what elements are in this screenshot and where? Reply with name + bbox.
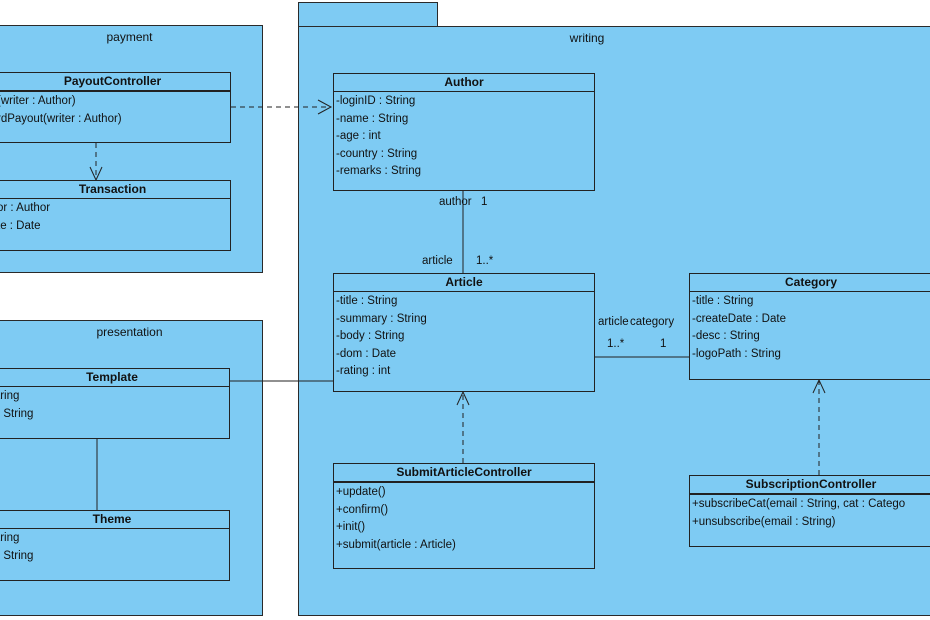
package-writing-tab	[298, 2, 438, 27]
class-name: SubmitArticleController	[334, 464, 594, 482]
operation: (writer : Author)	[0, 95, 76, 107]
attribute: -age : int	[336, 130, 381, 142]
attribute: -name : String	[336, 112, 409, 125]
attribute: tring	[0, 532, 20, 544]
package-payment-title: payment	[106, 30, 153, 44]
dependency-subscription-category-arrowhead	[812, 378, 826, 394]
class-name: Template	[0, 369, 229, 387]
class-name: SubscriptionController	[690, 476, 930, 494]
attribute: : String	[0, 549, 34, 562]
role-author: author	[439, 196, 472, 208]
class-operations: +subscribeCat(email : String, cat : Cate…	[690, 495, 930, 534]
attribute: -createDate : Date	[692, 312, 786, 325]
multiplicity-author: 1	[481, 196, 488, 208]
class-name: Category	[690, 274, 930, 292]
class-theme[interactable]: Theme tring : String	[0, 510, 230, 581]
class-attributes	[690, 494, 930, 495]
operation: +update()	[336, 486, 386, 498]
dependency-payout-author-arrowhead	[317, 99, 333, 115]
class-attributes: -loginID : String -name : String -age : …	[334, 92, 594, 184]
package-writing-title: writing	[569, 31, 605, 45]
class-attributes: tring : String	[0, 387, 229, 426]
attribute: -loginID : String	[336, 95, 416, 107]
class-attributes: -title : String -createDate : Date -desc…	[690, 292, 930, 366]
class-article[interactable]: Article -title : String -summary : Strin…	[333, 273, 595, 392]
class-payout-controller[interactable]: PayoutController (writer : Author) rdPay…	[0, 72, 231, 143]
attribute: -dom : Date	[336, 347, 397, 360]
operation: rdPayout(writer : Author)	[0, 112, 122, 125]
operation: +submit(article : Article)	[336, 538, 456, 551]
package-presentation-title: presentation	[96, 325, 163, 339]
role-article-category-article: article	[598, 316, 629, 328]
multiplicity-article-category-category: 1	[660, 338, 667, 350]
class-name: PayoutController	[0, 73, 230, 91]
class-attributes: or : Author te : Date	[0, 199, 230, 238]
attribute: -title : String	[336, 295, 398, 307]
attribute: -country : String	[336, 147, 418, 160]
class-operations: +update() +confirm() +init() +submit(art…	[334, 483, 594, 557]
multiplicity-article-category-article: 1..*	[607, 338, 625, 350]
operation: +confirm()	[336, 503, 389, 516]
operation: +subscribeCat(email : String, cat : Cate…	[692, 498, 906, 510]
dependency-submit-article-arrowhead	[456, 390, 470, 406]
attribute: -logoPath : String	[692, 347, 781, 360]
attribute: -remarks : String	[336, 165, 421, 177]
attribute: -rating : int	[336, 365, 391, 377]
class-name: Theme	[0, 511, 229, 529]
class-transaction[interactable]: Transaction or : Author te : Date	[0, 180, 231, 251]
attribute: -desc : String	[692, 330, 760, 342]
class-author[interactable]: Author -loginID : String -name : String …	[333, 73, 595, 191]
class-name: Article	[334, 274, 594, 292]
attribute: or : Author	[0, 202, 51, 214]
class-category[interactable]: Category -title : String -createDate : D…	[689, 273, 930, 380]
attribute: te : Date	[0, 219, 41, 232]
class-attributes	[0, 91, 230, 92]
class-attributes: -title : String -summary : String -body …	[334, 292, 594, 384]
class-operations: (writer : Author) rdPayout(writer : Auth…	[0, 92, 230, 131]
class-name: Author	[334, 74, 594, 92]
class-subscription-controller[interactable]: SubscriptionController +subscribeCat(ema…	[689, 475, 930, 547]
class-template[interactable]: Template tring : String	[0, 368, 230, 439]
class-name: Transaction	[0, 181, 230, 199]
attribute: tring	[0, 390, 20, 402]
operation: +unsubscribe(email : String)	[692, 515, 836, 528]
attribute: -body : String	[336, 330, 405, 342]
operation: +init()	[336, 521, 366, 533]
class-attributes	[334, 482, 594, 483]
role-article: article	[422, 255, 453, 267]
role-article-category-category: category	[630, 316, 675, 328]
attribute: : String	[0, 407, 34, 420]
multiplicity-article: 1..*	[476, 255, 494, 267]
class-attributes: tring : String	[0, 529, 229, 568]
attribute: -summary : String	[336, 312, 427, 325]
class-submit-article-controller[interactable]: SubmitArticleController +update() +confi…	[333, 463, 595, 569]
attribute: -title : String	[692, 295, 754, 307]
